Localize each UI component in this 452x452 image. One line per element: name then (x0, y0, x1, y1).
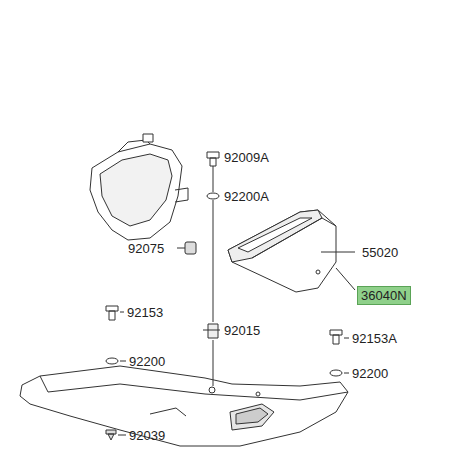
highlighted-part-number: 36040N (357, 286, 411, 305)
callout-number: 92039 (129, 428, 165, 443)
tail-light (90, 144, 182, 240)
callout-number: 92015 (224, 323, 260, 338)
callout-number: 92200A (224, 189, 269, 204)
part-number: 36040N (361, 288, 407, 303)
leader-lines (118, 166, 355, 435)
callout-number: 92009A (224, 150, 269, 165)
washer (330, 370, 342, 376)
bracket-cover (228, 210, 336, 292)
bolt (207, 152, 219, 166)
damper (185, 242, 196, 254)
callout-number: 92153A (352, 331, 397, 346)
clip (106, 430, 116, 440)
callout-number: 92200 (129, 354, 165, 369)
lower-cover (20, 366, 348, 446)
collar (208, 324, 218, 338)
screw (330, 330, 342, 344)
screw (106, 306, 118, 320)
callout-number: 92153 (127, 305, 163, 320)
callout-number: 92075 (128, 241, 164, 256)
callout-number: 55020 (362, 245, 398, 260)
washer (207, 193, 219, 199)
callout-number: 92200 (352, 366, 388, 381)
washer (106, 358, 118, 364)
